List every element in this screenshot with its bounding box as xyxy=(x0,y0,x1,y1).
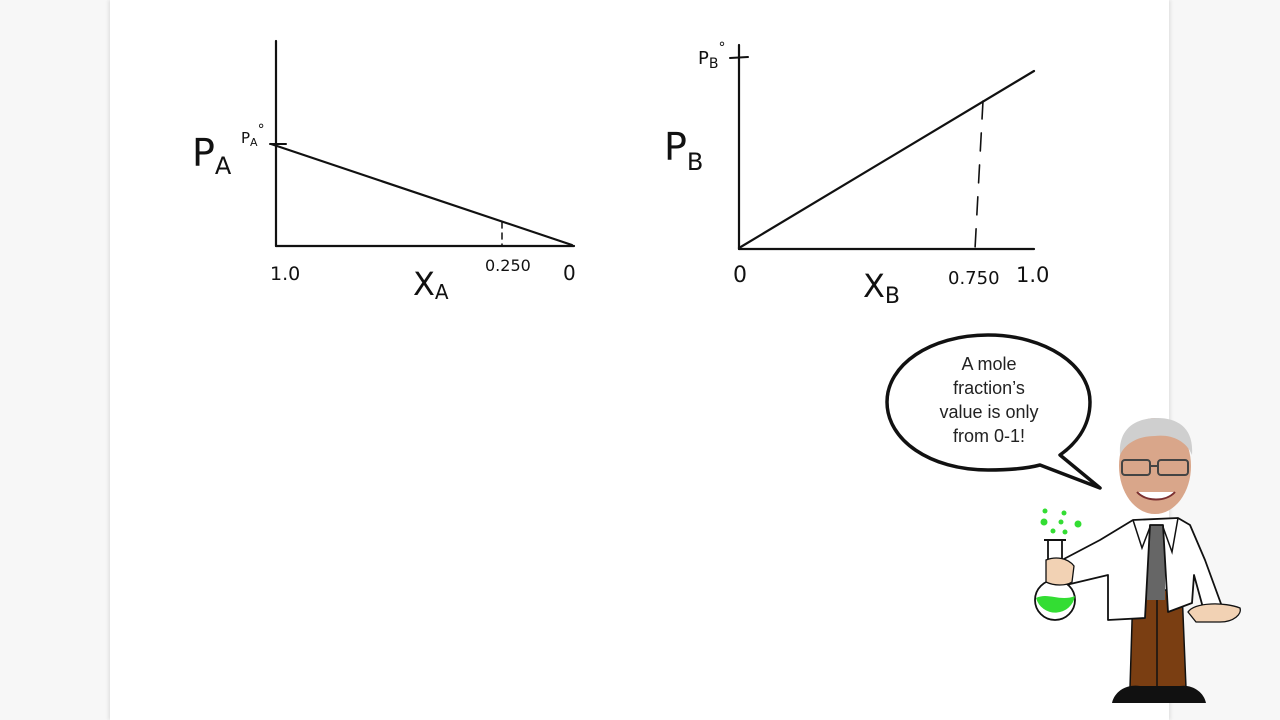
graph-b-labels: PB PB° 0 0.750 1.0 XB xyxy=(664,40,1049,309)
graph-b-line xyxy=(737,69,1036,250)
left-hand xyxy=(1045,557,1075,586)
speech-bubble-text: A mole fraction’s value is only from 0-1… xyxy=(939,354,1039,446)
graph-b xyxy=(729,43,1036,251)
speech-bubble xyxy=(885,333,1102,490)
graph-a-x-tick-0250: 0.250 xyxy=(485,256,531,275)
lab-coat xyxy=(1061,517,1225,621)
graph-b-x-tick-0: 0 xyxy=(733,263,747,288)
graph-a-x-label: XA xyxy=(413,265,449,304)
graph-a-x-tick-1: 1.0 xyxy=(270,263,300,285)
graph-b-top-tick xyxy=(729,56,749,59)
graph-a-y-intercept-label: PA° xyxy=(241,122,265,149)
graph-b-x-tick-0750: 0.750 xyxy=(948,268,1000,289)
graph-b-y-top-label: PB° xyxy=(698,40,725,72)
shoes xyxy=(1112,685,1206,703)
graph-b-y-label: PB xyxy=(664,125,703,176)
graph-b-x-label: XB xyxy=(863,267,900,309)
graph-a-y-label: PA xyxy=(192,131,232,180)
graph-a-line xyxy=(269,142,574,247)
graph-a-x-tick-0: 0 xyxy=(563,261,576,285)
graph-a-labels: PA PA° 1.0 0.250 0 XA xyxy=(192,122,576,304)
flask-icon xyxy=(1034,508,1082,621)
right-hand xyxy=(1187,603,1241,623)
graph-b-x-tick-1: 1.0 xyxy=(1016,263,1049,287)
graph-b-dashed-guide xyxy=(974,100,984,250)
graph-a xyxy=(269,39,576,248)
scientist-character xyxy=(1034,418,1241,703)
